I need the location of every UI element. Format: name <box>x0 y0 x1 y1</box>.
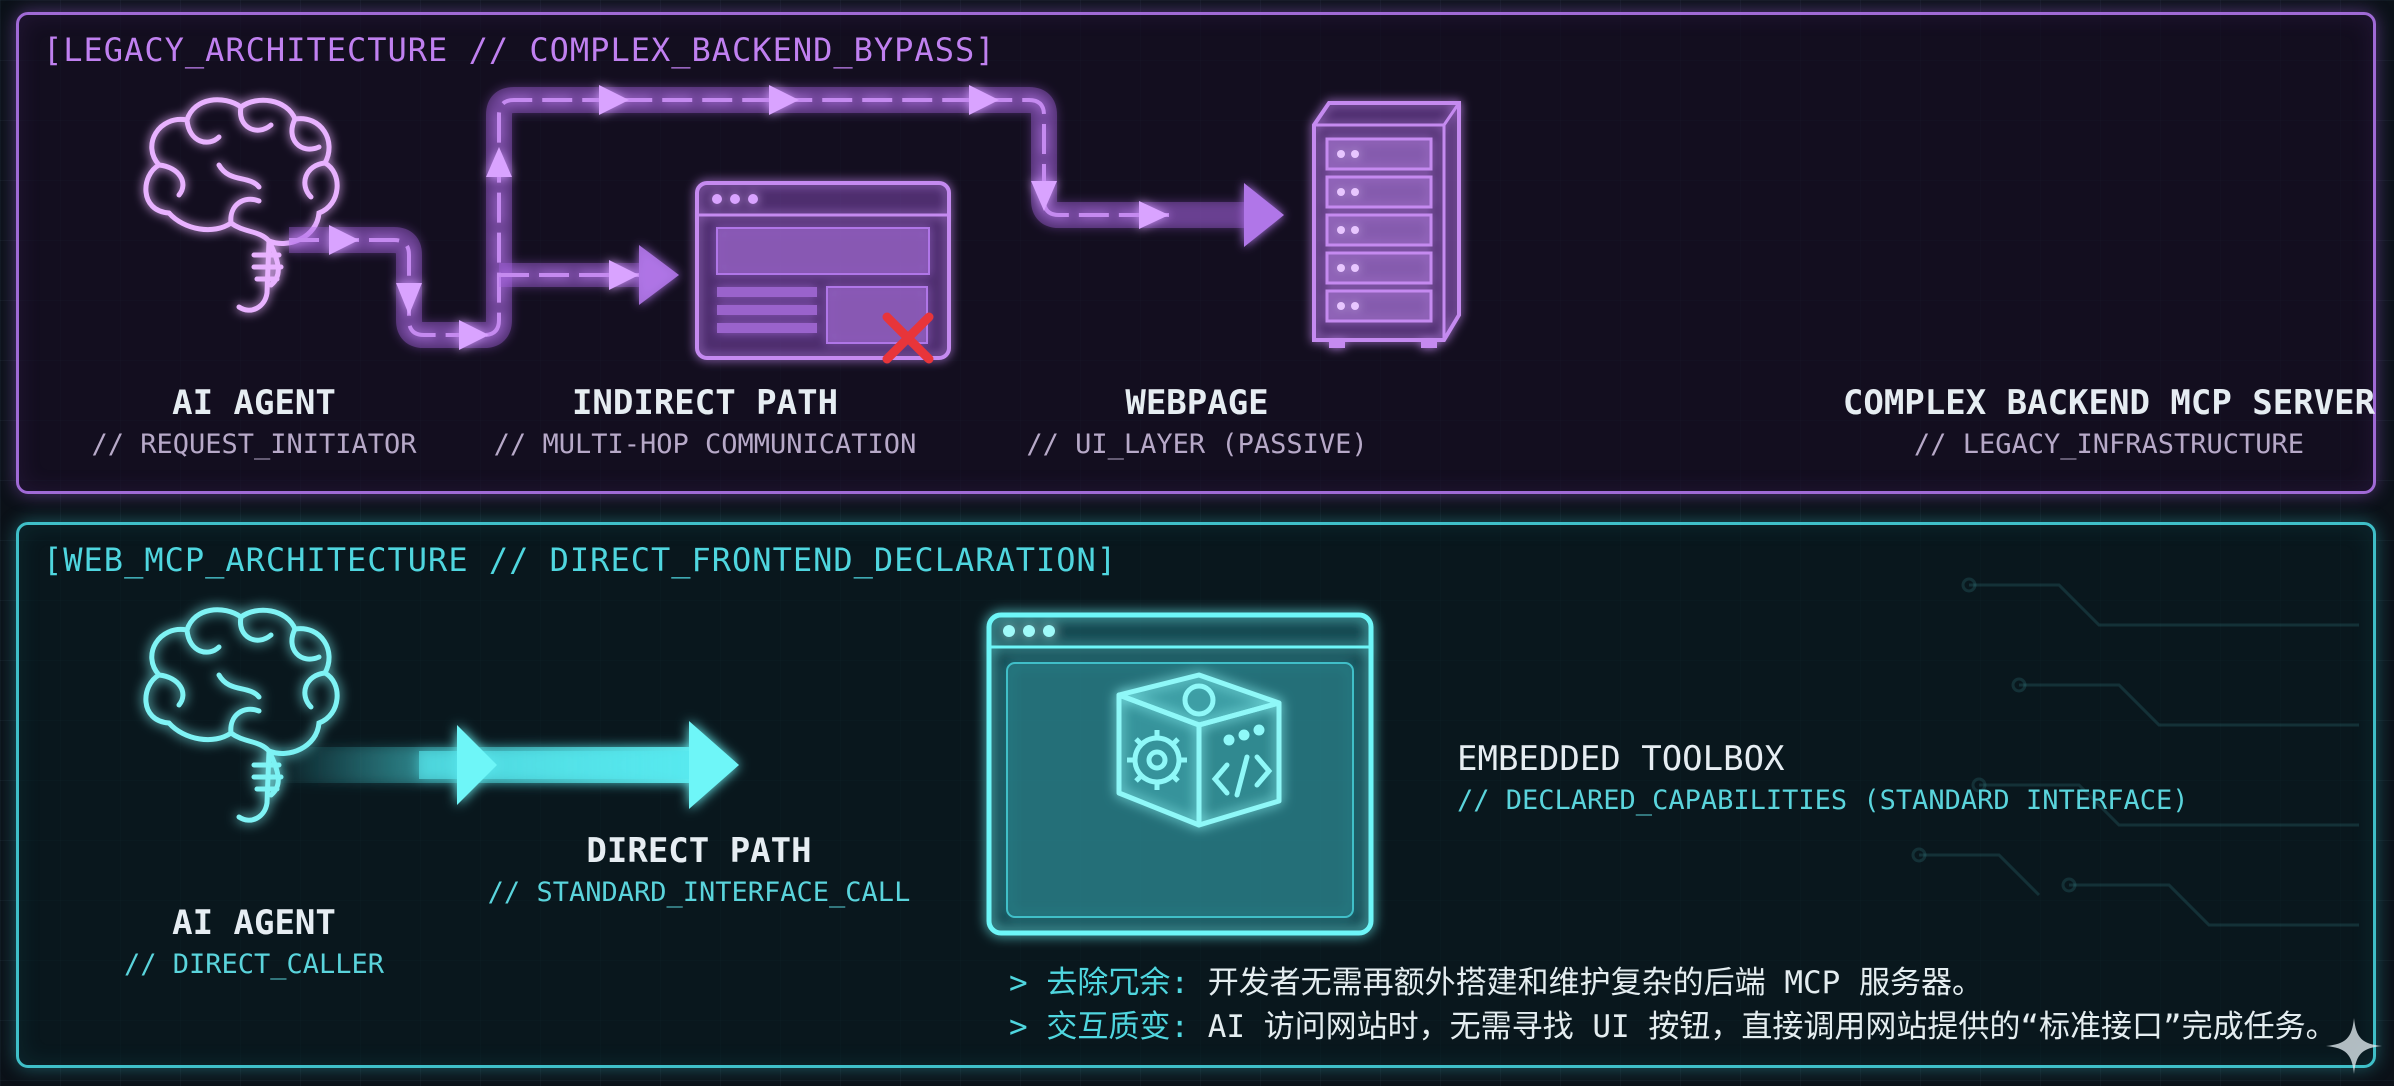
note-prefix: > <box>1009 1009 1028 1045</box>
agent-subtitle: // REQUEST_INITIATOR <box>91 429 417 460</box>
agent-subtitle: // DIRECT_CALLER <box>123 949 385 980</box>
webpage-label: WEBPAGE // UI_LAYER (PASSIVE) <box>1026 383 1367 460</box>
note-key: 交互质变: <box>1046 1009 1190 1045</box>
circuit-decoration <box>1911 577 2359 927</box>
agent-title: AI AGENT <box>172 383 336 423</box>
note-text: 开发者无需再额外搭建和维护复杂的后端 MCP 服务器。 <box>1207 965 1984 1001</box>
legacy-diagram <box>143 85 1461 364</box>
server-subtitle: // LEGACY_INFRASTRUCTURE <box>1913 429 2305 460</box>
brain-icon <box>143 97 340 313</box>
server-label: COMPLEX BACKEND MCP SERVER // LEGACY_INF… <box>1843 383 2375 460</box>
indirect-path-label: INDIRECT PATH // MULTI-HOP COMMUNICATION <box>494 383 917 460</box>
webmcp-architecture-panel: [WEB_MCP_ARCHITECTURE // DIRECT_FRONTEND… <box>16 522 2376 1068</box>
note-key: 去除冗余: <box>1046 965 1190 1001</box>
close-icon <box>882 312 934 364</box>
toolbox-subtitle: // DECLARED_CAPABILITIES (STANDARD INTER… <box>1457 785 2189 816</box>
webmcp-diagram <box>143 577 2359 936</box>
legacy-agent-label: AI AGENT // REQUEST_INITIATOR <box>91 383 416 460</box>
direct-path-label: DIRECT PATH // STANDARD_INTERFACE_CALL <box>488 831 911 908</box>
sparkle-icon <box>2326 1018 2382 1074</box>
path-subtitle: // MULTI-HOP COMMUNICATION <box>493 429 917 460</box>
note-line-1: > 去除冗余: 开发者无需再额外搭建和维护复杂的后端 MCP 服务器。 <box>1009 957 1983 1002</box>
panel-title: [LEGACY_ARCHITECTURE // COMPLEX_BACKEND_… <box>43 31 996 69</box>
agent-title: AI AGENT <box>172 903 336 943</box>
note-line-2: > 交互质变: AI 访问网站时，无需寻找 UI 按钮，直接调用网站提供的“标准… <box>1009 1001 2337 1046</box>
gear-icon <box>1127 683 1216 790</box>
webmcp-agent-label: AI AGENT // DIRECT_CALLER <box>124 903 384 980</box>
indirect-path-arrows <box>289 85 1284 350</box>
path-title: DIRECT PATH <box>586 831 812 871</box>
brain-icon <box>143 607 340 823</box>
webpage-title: WEBPAGE <box>1125 383 1269 423</box>
toolbox-title: EMBEDDED TOOLBOX <box>1457 739 1785 779</box>
webpage-subtitle: // UI_LAYER (PASSIVE) <box>1026 429 1368 460</box>
server-rack-icon <box>1312 101 1461 348</box>
legacy-architecture-panel: [LEGACY_ARCHITECTURE // COMPLEX_BACKEND_… <box>16 12 2376 494</box>
panel-title: [WEB_MCP_ARCHITECTURE // DIRECT_FRONTEND… <box>43 541 1118 579</box>
server-title: COMPLEX BACKEND MCP SERVER <box>1842 383 2376 423</box>
code-icon <box>1211 724 1273 798</box>
path-title: INDIRECT PATH <box>571 383 839 423</box>
note-text: AI 访问网站时，无需寻找 UI 按钮，直接调用网站提供的“标准接口”完成任务。 <box>1207 1009 2337 1045</box>
toolbox-label: EMBEDDED TOOLBOX // DECLARED_CAPABILITIE… <box>1457 739 2189 816</box>
note-prefix: > <box>1009 965 1028 1001</box>
path-subtitle: // STANDARD_INTERFACE_CALL <box>487 877 911 908</box>
direct-path-arrows <box>269 721 739 809</box>
toolbox-cube-icon <box>1116 672 1282 828</box>
